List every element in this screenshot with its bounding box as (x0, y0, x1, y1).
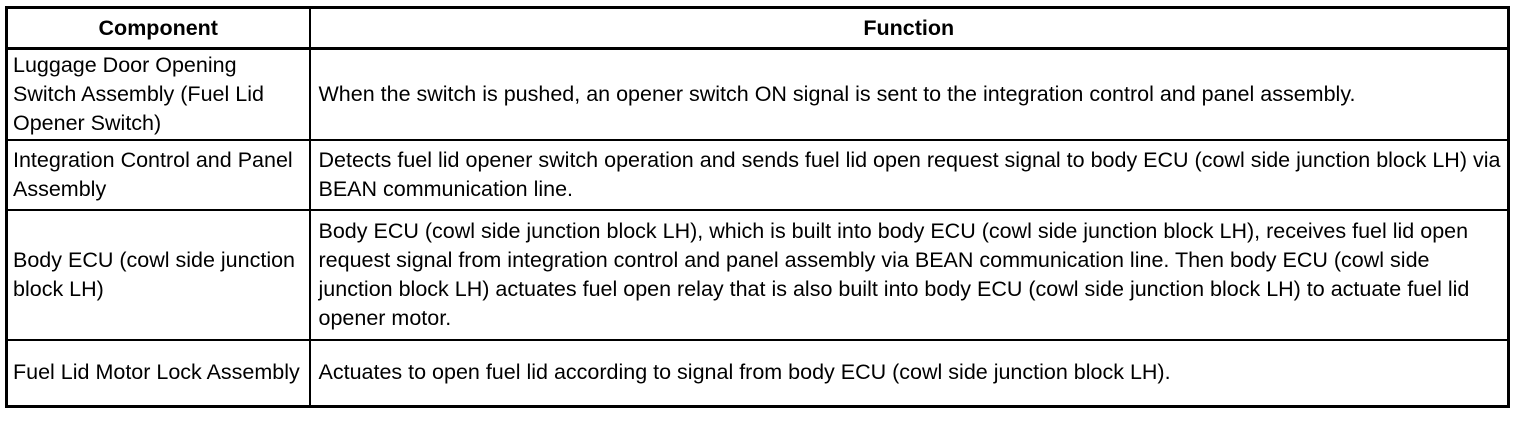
table-row: Fuel Lid Motor Lock Assembly Actuates to… (5, 339, 1510, 407)
cell-function: When the switch is pushed, an opener swi… (308, 47, 1510, 141)
cell-component: Luggage Door Opening Switch Assembly (Fu… (5, 47, 311, 141)
table-row: Luggage Door Opening Switch Assembly (Fu… (5, 47, 1510, 141)
cell-component: Integration Control and Panel Assembly (5, 139, 311, 211)
cell-function: Detects fuel lid opener switch operation… (308, 139, 1510, 211)
component-function-table: Component Function Luggage Door Opening … (5, 6, 1510, 408)
cell-component: Body ECU (cowl side junction block LH) (5, 209, 311, 341)
table-row: Body ECU (cowl side junction block LH) B… (5, 209, 1510, 341)
cell-function: Body ECU (cowl side junction block LH), … (308, 209, 1510, 341)
table-header-row: Component Function (5, 6, 1510, 50)
cell-component: Fuel Lid Motor Lock Assembly (5, 339, 311, 407)
cell-function: Actuates to open fuel lid according to s… (308, 339, 1510, 407)
table-row: Integration Control and Panel Assembly D… (5, 139, 1510, 211)
component-function-table-container: Component Function Luggage Door Opening … (5, 6, 1510, 408)
header-component: Component (5, 6, 311, 50)
header-function: Function (308, 6, 1510, 50)
